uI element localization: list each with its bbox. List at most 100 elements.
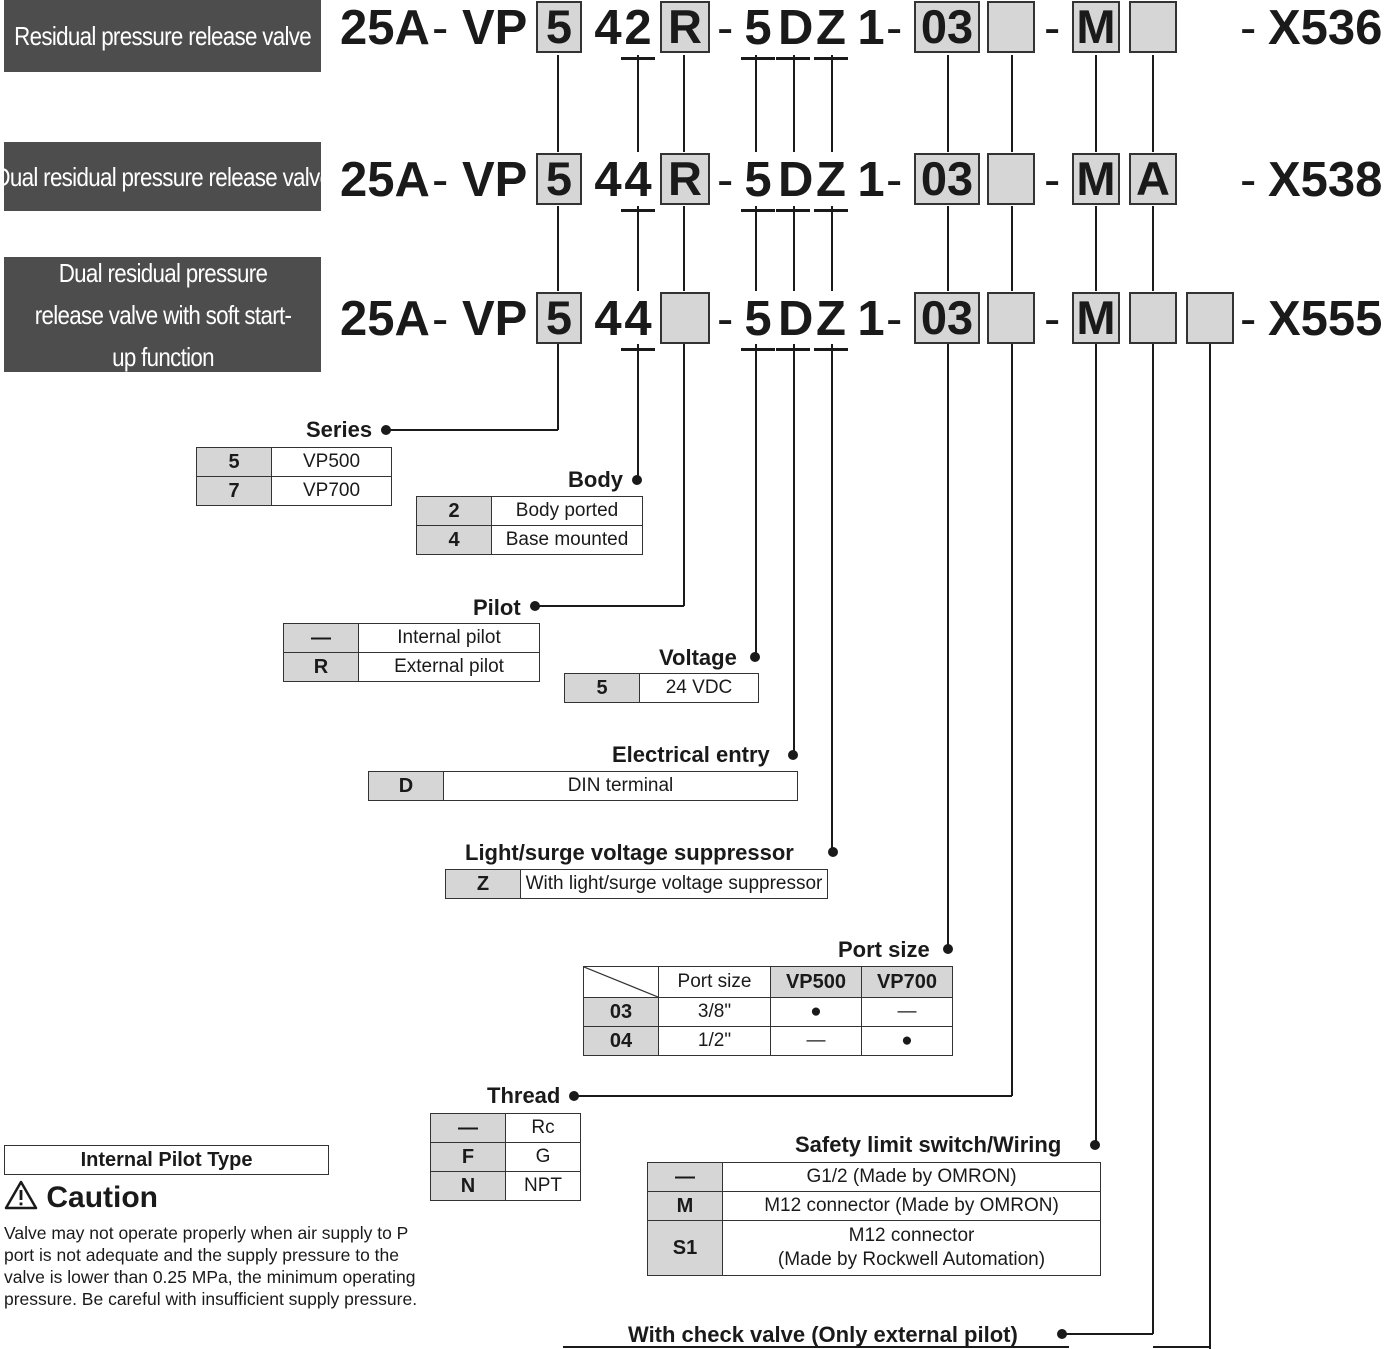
code-box-pilot: R: [660, 153, 710, 205]
leader-segment: [637, 206, 639, 291]
leader-segment: [1011, 55, 1013, 152]
code-underline: [741, 209, 775, 212]
code-dash: -: [432, 2, 448, 54]
code-suffix: X536: [1268, 2, 1382, 54]
code-voltage: 5: [743, 293, 773, 345]
body-label: Body: [568, 467, 623, 493]
code-underline: [741, 57, 775, 60]
leader-segment: [831, 206, 833, 291]
pilot-code: —: [284, 624, 359, 653]
leader-segment: [793, 344, 795, 755]
code-prefix: 25A: [340, 293, 430, 345]
code-box-check: [1129, 1, 1177, 53]
code-dash: -: [717, 293, 733, 345]
code-suppressor: Z: [816, 293, 846, 345]
entry-code: D: [369, 772, 444, 801]
leader-segment: [1153, 1346, 1210, 1348]
code-box-soft: [1186, 292, 1234, 344]
port-size-value: 3/8": [659, 998, 771, 1027]
code-one: 1: [856, 293, 886, 345]
pilot-dot: [530, 601, 540, 611]
leader-segment: [557, 206, 559, 291]
voltage-desc: 24 VDC: [640, 674, 759, 703]
switch-desc: G1/2 (Made by OMRON): [723, 1163, 1101, 1192]
code-box-pilot: R: [660, 1, 710, 53]
leader-segment: [1011, 344, 1013, 1096]
code-vp: VP: [462, 293, 527, 345]
body-code: 2: [417, 497, 492, 526]
leader-segment: [557, 344, 559, 430]
code-box-thread: [987, 153, 1035, 205]
code-entry: D: [778, 2, 808, 54]
switch-desc: M12 connector (Made by OMRON): [723, 1192, 1101, 1221]
leader-segment: [793, 55, 795, 152]
leader-segment: [683, 206, 685, 291]
entry-desc: DIN terminal: [444, 772, 798, 801]
leader-segment: [1152, 206, 1154, 291]
suppressor-code: Z: [446, 870, 521, 899]
table-row: —G1/2 (Made by OMRON): [648, 1163, 1101, 1192]
code-num: 4: [593, 154, 623, 206]
series-label: Series: [306, 417, 372, 443]
table-row: 04 1/2" — ●: [584, 1027, 953, 1056]
pilot-label: Pilot: [473, 595, 521, 621]
body-code: 4: [417, 526, 492, 555]
leader-segment: [578, 1095, 1012, 1097]
code-box-thread: [987, 1, 1035, 53]
warning-triangle-icon: [4, 1180, 38, 1210]
port-code: 03: [584, 998, 659, 1027]
internal-pilot-type-header: Internal Pilot Type: [4, 1145, 329, 1175]
suppressor-label: Light/surge voltage suppressor: [465, 840, 794, 866]
leader-segment: [637, 55, 639, 152]
code-dash: -: [886, 2, 902, 54]
safety-switch-label: Safety limit switch/Wiring: [795, 1132, 1061, 1158]
pilot-code: R: [284, 653, 359, 682]
code-voltage: 5: [743, 154, 773, 206]
code-box-series: 5: [536, 153, 582, 205]
code-dash: -: [1240, 154, 1256, 206]
caution-text: Valve may not operate properly when air …: [4, 1222, 424, 1310]
code-dash: -: [717, 2, 733, 54]
leader-segment: [1095, 55, 1097, 152]
electrical-entry-label: Electrical entry: [612, 742, 770, 768]
code-suppressor: Z: [816, 154, 846, 206]
vp700-col: VP700: [862, 967, 953, 998]
thread-code: —: [431, 1114, 506, 1143]
check-valve-underline: [563, 1346, 1069, 1348]
code-box-port: 03: [914, 1, 980, 53]
leader-segment: [1209, 344, 1211, 1349]
code-dash: -: [1044, 2, 1060, 54]
leader-segment: [1152, 55, 1154, 152]
thread-code: N: [431, 1172, 506, 1201]
switch-desc-line1: M12 connector: [729, 1224, 1094, 1248]
title-residual-valve: Residual pressure release valve: [4, 0, 321, 72]
port-size-label: Port size: [838, 937, 930, 963]
thread-desc: NPT: [506, 1172, 581, 1201]
code-dash: -: [886, 293, 902, 345]
vp500-mark: ●: [771, 998, 862, 1027]
check-valve-dot: [1057, 1329, 1067, 1339]
voltage-code: 5: [565, 674, 640, 703]
vp500-mark: —: [771, 1027, 862, 1056]
code-vp: VP: [462, 2, 527, 54]
code-dash: -: [1240, 2, 1256, 54]
voltage-dot: [750, 652, 760, 662]
pilot-desc: External pilot: [359, 653, 540, 682]
code-entry: D: [778, 293, 808, 345]
leader-segment: [683, 55, 685, 152]
code-box-port: 03: [914, 292, 980, 344]
table-row: 03 3/8" ● —: [584, 998, 953, 1027]
code-prefix: 25A: [340, 2, 430, 54]
code-num: 4: [593, 2, 623, 54]
port-size-value: 1/2": [659, 1027, 771, 1056]
